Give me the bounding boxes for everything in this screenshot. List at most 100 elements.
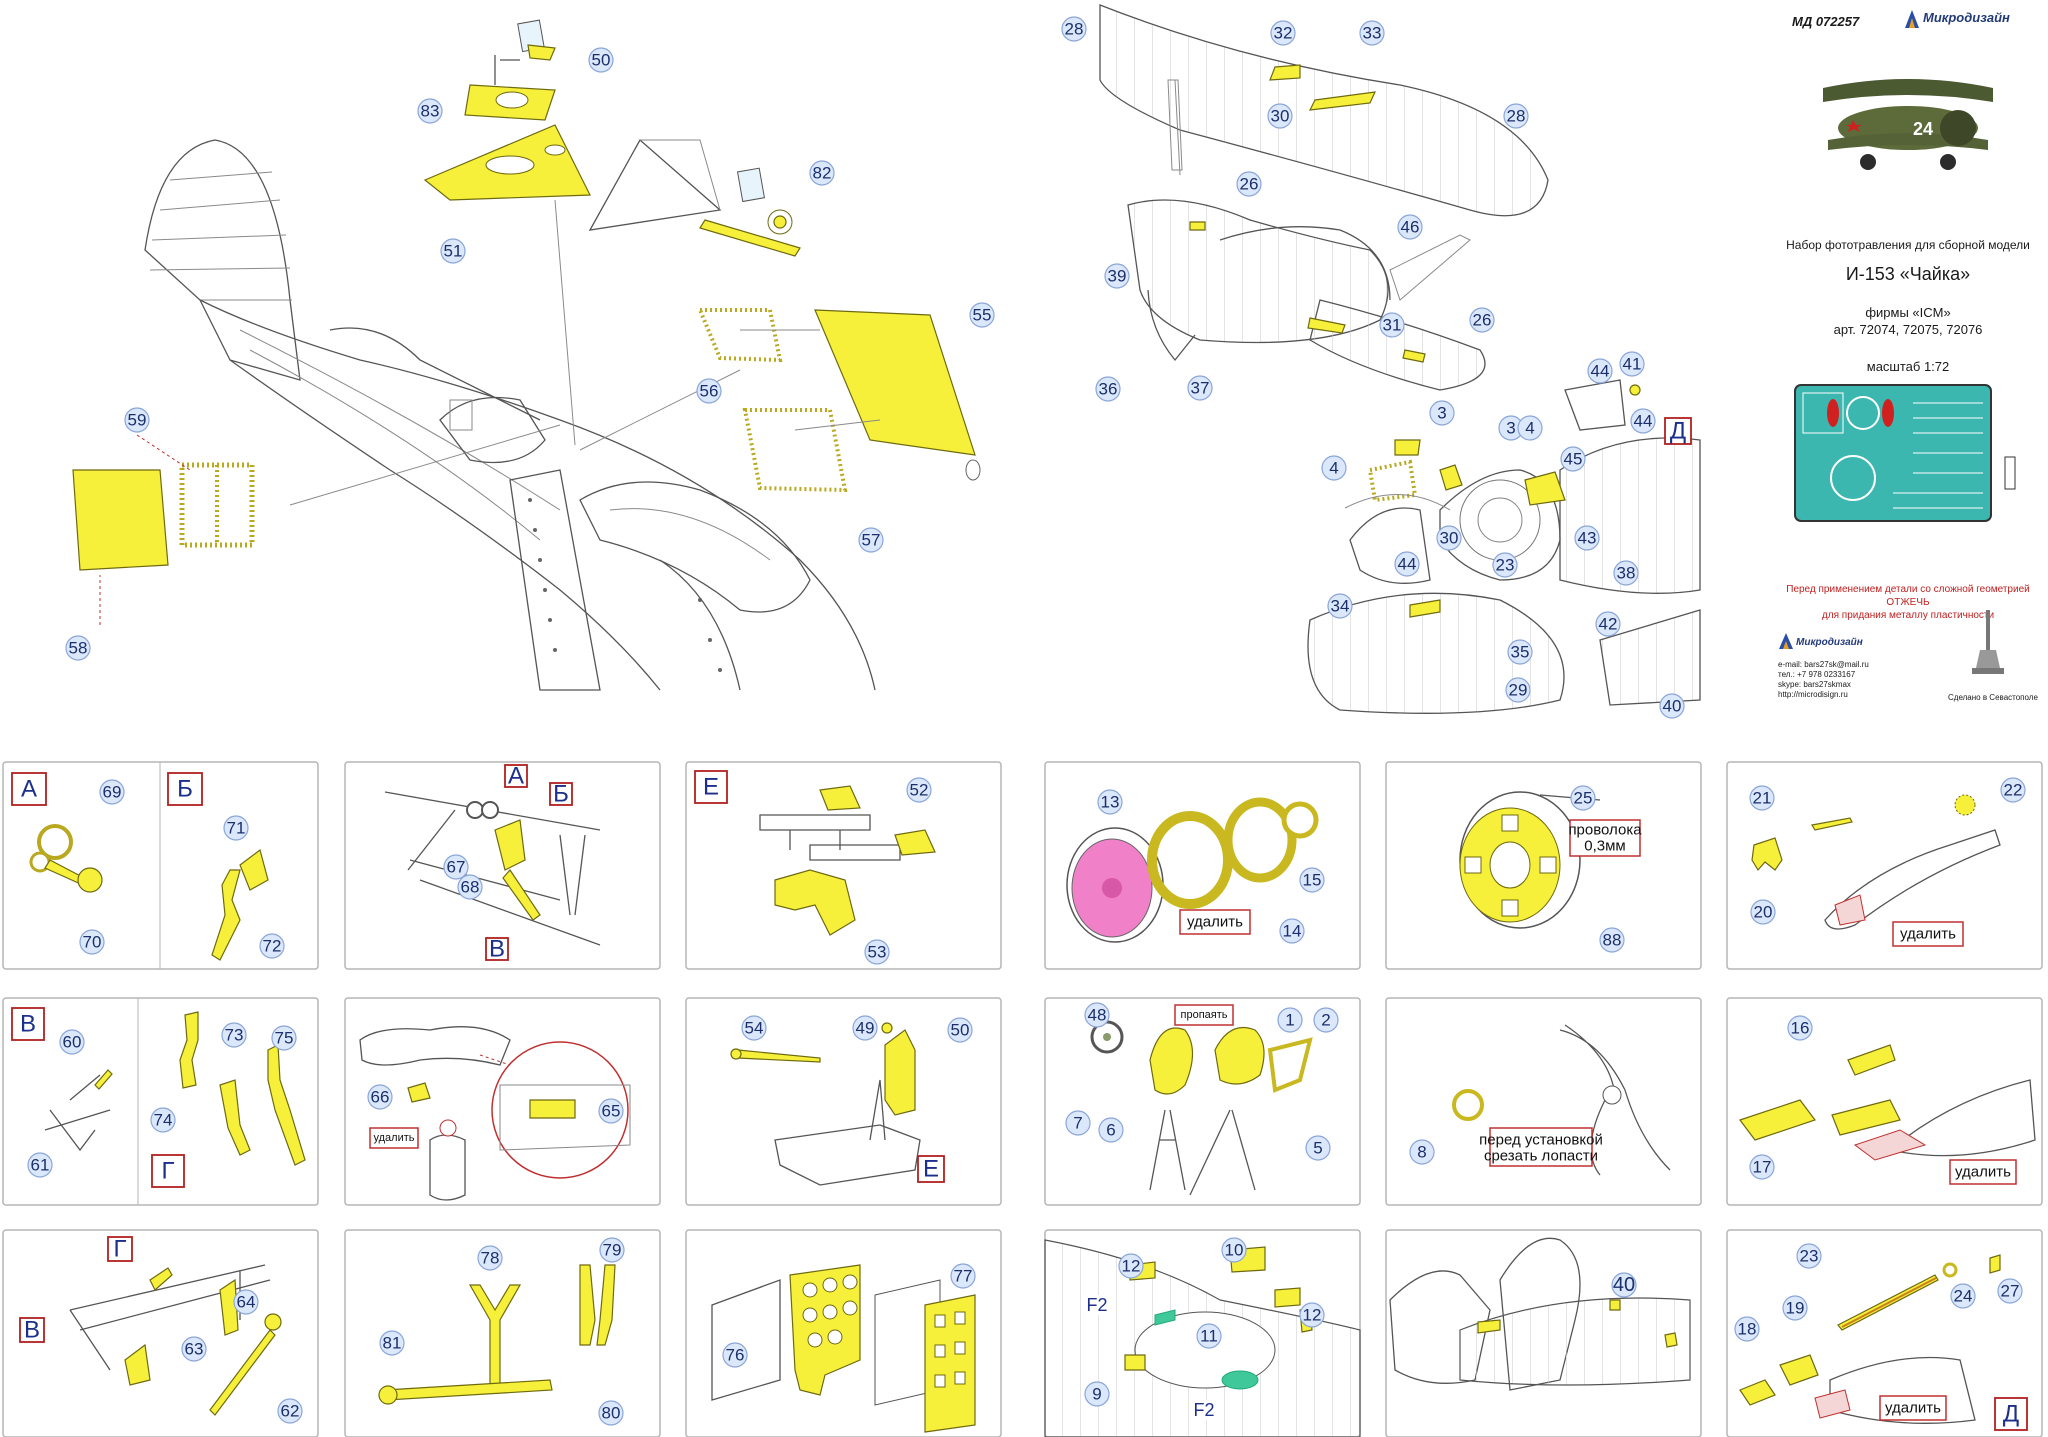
info-sheet: МД 072257 Микродизайн 24 Набор фототравл… (1768, 0, 2048, 720)
svg-text:70: 70 (83, 933, 102, 952)
part-number: 50 (588, 47, 614, 73)
svg-text:33: 33 (1363, 24, 1382, 43)
svg-text:48: 48 (1088, 1006, 1107, 1025)
svg-text:пропаять: пропаять (1181, 1009, 1228, 1021)
part-number: 51 (440, 238, 466, 264)
panel-16: F2 F2 10 12 12 11 9 (1044, 1229, 1361, 1437)
panel-17: 40 (1385, 1229, 1702, 1437)
svg-text:39: 39 (1108, 267, 1127, 286)
svg-text:В: В (24, 1317, 40, 1344)
contact-logo-icon (1779, 633, 1793, 649)
svg-text:2: 2 (1321, 1011, 1330, 1030)
svg-text:29: 29 (1509, 681, 1528, 700)
svg-text:41: 41 (1623, 355, 1642, 374)
svg-text:21: 21 (1753, 789, 1772, 808)
svg-text:82: 82 (813, 164, 832, 183)
svg-text:56: 56 (700, 382, 719, 401)
articles: арт. 72074, 72075, 72076 (1833, 322, 1983, 337)
panel-12: удалить 16 17 (1726, 997, 2043, 1206)
svg-text:Е: Е (923, 1156, 939, 1183)
warning-line-1: Перед применением детали со сложной геом… (1786, 584, 2030, 595)
panel-14: 78 79 81 80 (344, 1229, 661, 1437)
svg-text:26: 26 (1240, 175, 1259, 194)
svg-text:50: 50 (951, 1021, 970, 1040)
svg-text:перед установкой: перед установкой (1479, 1132, 1603, 1149)
svg-text:Г: Г (114, 1236, 127, 1263)
part-number: 82 (809, 160, 835, 186)
svg-text:80: 80 (602, 1404, 621, 1423)
svg-text:35: 35 (1511, 643, 1530, 662)
svg-text:срезать лопасти: срезать лопасти (1484, 1148, 1598, 1165)
svg-text:50: 50 (592, 51, 611, 70)
panel-18: удалить Д 23 27 19 24 18 (1726, 1229, 2043, 1437)
svg-text:54: 54 (745, 1019, 764, 1038)
svg-text:59: 59 (128, 411, 147, 430)
panel-2: А Б В 67 68 (344, 761, 661, 970)
part-number: 58 (65, 635, 91, 661)
svg-text:F2: F2 (1193, 1400, 1214, 1420)
svg-text:Д: Д (1670, 418, 1686, 445)
svg-text:F2: F2 (1086, 1295, 1107, 1315)
svg-text:0,3мм: 0,3мм (1584, 838, 1625, 855)
panel-4: удалить 13 15 14 (1044, 761, 1361, 970)
fret-preview (1794, 384, 1992, 522)
svg-text:30: 30 (1271, 107, 1290, 126)
svg-text:77: 77 (954, 1267, 973, 1286)
panel-9: Е 54 49 50 (685, 997, 1002, 1206)
svg-text:А: А (21, 776, 37, 803)
svg-text:3: 3 (1437, 404, 1446, 423)
svg-text:10: 10 (1225, 1241, 1244, 1260)
svg-text:16: 16 (1791, 1019, 1810, 1038)
svg-text:19: 19 (1786, 1299, 1805, 1318)
panel-15: 76 77 (685, 1229, 1002, 1437)
svg-text:40: 40 (1613, 1274, 1635, 1296)
svg-text:8: 8 (1417, 1143, 1426, 1162)
main-part-numbers: 50 83 51 82 55 56 57 59 58 (65, 47, 995, 661)
svg-text:52: 52 (910, 781, 929, 800)
brand-name: Микродизайн (1923, 10, 2010, 25)
svg-text:20: 20 (1754, 903, 1773, 922)
svg-text:17: 17 (1753, 1158, 1772, 1177)
plane-overview-numbers: 28 32 33 30 28 26 46 39 36 37 31 26 3 4 … (1061, 16, 1685, 719)
svg-text:удалить: удалить (1900, 926, 1956, 943)
svg-text:57: 57 (862, 531, 881, 550)
svg-text:60: 60 (63, 1033, 82, 1052)
svg-text:Е: Е (703, 774, 719, 801)
kit-title: Набор фототравления для сборной модели (1786, 238, 2030, 252)
contact-phone: тел.: +7 978 0233167 (1778, 670, 1856, 679)
svg-text:49: 49 (856, 1019, 875, 1038)
svg-text:удалить: удалить (1187, 914, 1243, 931)
svg-text:53: 53 (868, 943, 887, 962)
warning-line-3: для придания металлу пластичности (1821, 610, 1995, 621)
svg-text:удалить: удалить (1885, 1400, 1941, 1417)
made-in: Сделано в Севастополе (1948, 693, 2038, 702)
svg-text:58: 58 (69, 639, 88, 658)
svg-text:74: 74 (154, 1111, 173, 1130)
panel-10: пропаять 48 1 2 7 6 5 (1044, 997, 1361, 1206)
svg-text:А: А (508, 763, 524, 790)
maker: фирмы «ICM» (1865, 305, 1951, 320)
svg-text:64: 64 (237, 1293, 256, 1312)
svg-text:28: 28 (1507, 107, 1526, 126)
svg-text:удалить: удалить (1955, 1164, 2011, 1181)
svg-text:51: 51 (444, 242, 463, 261)
svg-text:В: В (20, 1011, 36, 1038)
part-number: 59 (124, 407, 150, 433)
svg-text:43: 43 (1578, 529, 1597, 548)
svg-text:81: 81 (383, 1334, 402, 1353)
svg-text:63: 63 (185, 1340, 204, 1359)
warning-line-2: ОТЖЕЧЬ (1886, 597, 1930, 608)
svg-text:В: В (489, 936, 505, 963)
svg-text:79: 79 (603, 1241, 622, 1260)
svg-text:67: 67 (447, 858, 466, 877)
svg-text:5: 5 (1313, 1139, 1322, 1158)
svg-text:12: 12 (1122, 1257, 1141, 1276)
panel-3: Е 52 53 (685, 761, 1002, 970)
svg-text:18: 18 (1738, 1320, 1757, 1339)
svg-text:14: 14 (1283, 922, 1302, 941)
svg-text:23: 23 (1496, 556, 1515, 575)
svg-text:Б: Б (177, 776, 193, 803)
panel-7: В Г 60 61 73 75 74 (2, 997, 319, 1206)
svg-text:27: 27 (2001, 1282, 2020, 1301)
